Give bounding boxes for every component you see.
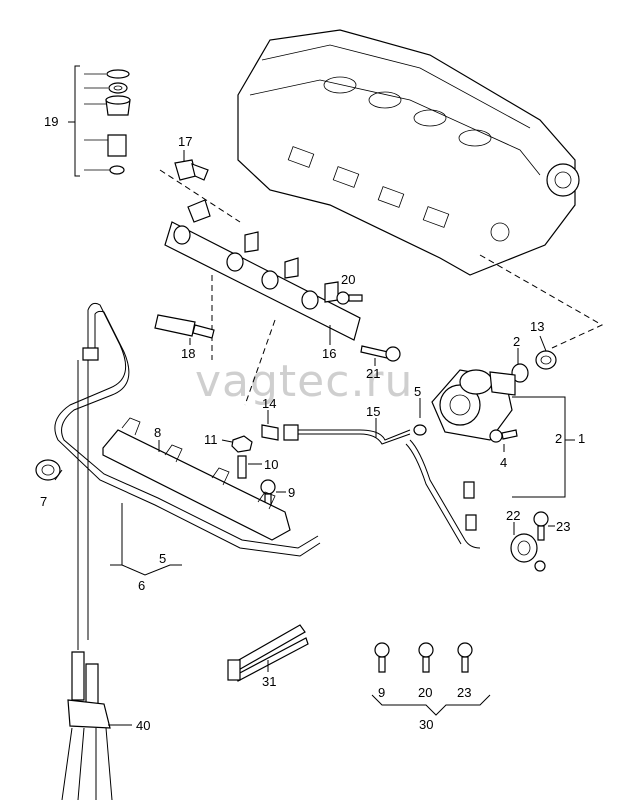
callout-18: 18 xyxy=(181,346,195,361)
sensor-18 xyxy=(154,314,215,345)
callout-1: 1 xyxy=(578,431,585,446)
high-pressure-pump-1 xyxy=(431,369,575,498)
callout-9-bottom: 9 xyxy=(378,685,385,700)
callout-7: 7 xyxy=(40,494,47,509)
callout-5-bottom: 5 xyxy=(159,551,166,566)
bolt-set-30 xyxy=(371,642,491,716)
bolt-20-top xyxy=(336,291,363,305)
o-ring-2 xyxy=(511,348,529,383)
stud-10 xyxy=(237,455,262,479)
pressure-sensor-17 xyxy=(174,150,209,181)
callout-4: 4 xyxy=(500,455,507,470)
callout-19: 19 xyxy=(44,114,58,129)
callout-14: 14 xyxy=(262,396,276,411)
sleeve-7 xyxy=(35,459,63,481)
callout-20-bottom: 20 xyxy=(418,685,432,700)
callout-23-bottom: 23 xyxy=(457,685,471,700)
clamp-22 xyxy=(510,522,546,572)
cable-tie-31 xyxy=(227,624,309,682)
callout-10: 10 xyxy=(264,457,278,472)
callout-22: 22 xyxy=(506,508,520,523)
callout-16: 16 xyxy=(322,346,336,361)
fitting-14 xyxy=(261,410,279,441)
callout-11: 11 xyxy=(204,432,218,447)
fuel-hose xyxy=(54,302,321,650)
callout-5-top: 5 xyxy=(414,384,421,399)
callout-6: 6 xyxy=(138,578,145,593)
callout-2-right: 2 xyxy=(555,431,562,446)
callout-8: 8 xyxy=(154,425,161,440)
seal-13 xyxy=(535,335,557,370)
callout-15: 15 xyxy=(366,404,380,419)
bracket-8 xyxy=(102,417,291,541)
bolt-4 xyxy=(489,429,518,452)
callout-2-top: 2 xyxy=(513,334,520,349)
callout-9-mid: 9 xyxy=(288,485,295,500)
callout-21: 21 xyxy=(366,366,380,381)
nut-11 xyxy=(221,435,253,453)
callout-31: 31 xyxy=(262,674,276,689)
bolt-23-mid xyxy=(533,511,555,541)
watermark-text: vagtec.ru xyxy=(195,356,413,407)
callout-30: 30 xyxy=(419,717,433,732)
high-pressure-line-15 xyxy=(283,398,481,549)
callout-17: 17 xyxy=(178,134,192,149)
callout-23-mid: 23 xyxy=(556,519,570,534)
callout-13: 13 xyxy=(530,319,544,334)
bolt-21 xyxy=(360,345,401,366)
hose-bundle-40 xyxy=(61,651,132,800)
cylinder-head xyxy=(237,29,580,276)
callout-20-top: 20 xyxy=(341,272,355,287)
callout-40: 40 xyxy=(136,718,150,733)
callout-labels: 19 17 20 18 16 21 13 2 5 15 14 11 8 10 9… xyxy=(40,114,585,733)
seal-kit-19 xyxy=(68,65,131,177)
